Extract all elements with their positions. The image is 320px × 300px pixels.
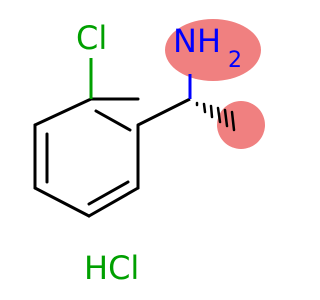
- ring-bond-4: [33, 186, 91, 218]
- chiral-bond: [137, 97, 191, 127]
- ring-bond-2: [33, 97, 93, 127]
- hcl-salt-label: HCl: [84, 249, 139, 287]
- amine-subscript: 2: [228, 48, 242, 73]
- benzene-ring: [33, 97, 140, 218]
- chlorine-label: Cl: [76, 19, 107, 57]
- ring-bond-5: [87, 186, 140, 218]
- methyl-highlight: [217, 101, 265, 149]
- hashed-wedge-bond: [195, 101, 236, 132]
- amine-highlight: [165, 19, 261, 81]
- amine-label: NH: [173, 22, 221, 60]
- ring-double-bond-3: [94, 109, 132, 132]
- molecule-structure: Cl NH 2 HCl: [33, 19, 265, 287]
- structure-canvas: Cl NH 2 HCl: [33, 19, 265, 287]
- ring-double-bond-2: [87, 180, 130, 206]
